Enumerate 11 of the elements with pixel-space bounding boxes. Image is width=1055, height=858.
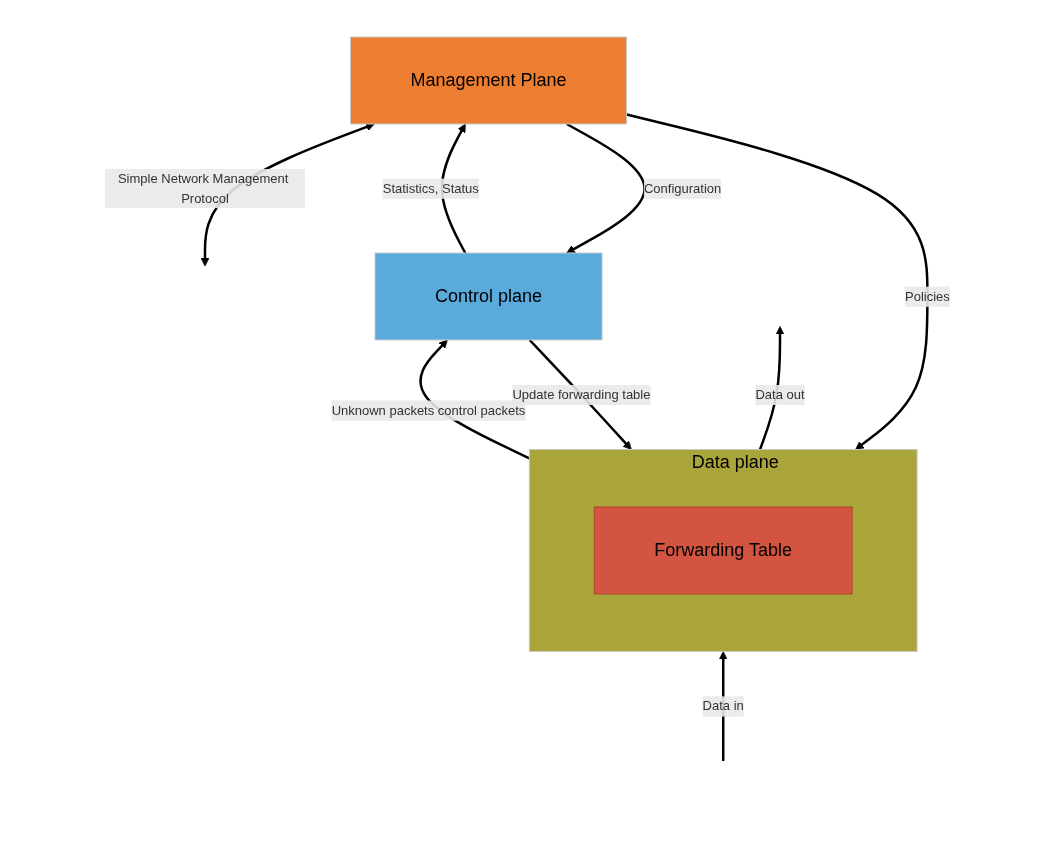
edge-label: Policies [905,288,950,304]
edge-label: Statistics, Status [382,180,479,196]
edge-label: Data out [755,386,805,402]
node-box: Management Plane [350,36,628,125]
edge-label: Unknown packets control packets [331,402,526,418]
edge-label: Update forwarding table [512,386,651,402]
node-box: Forwarding Table [593,506,853,595]
edge-label: Simple Network Management Protocol [118,171,289,206]
edge-label: Configuration [644,180,722,196]
node-box: Control plane [374,252,603,341]
edge-label: Data in [702,698,744,714]
